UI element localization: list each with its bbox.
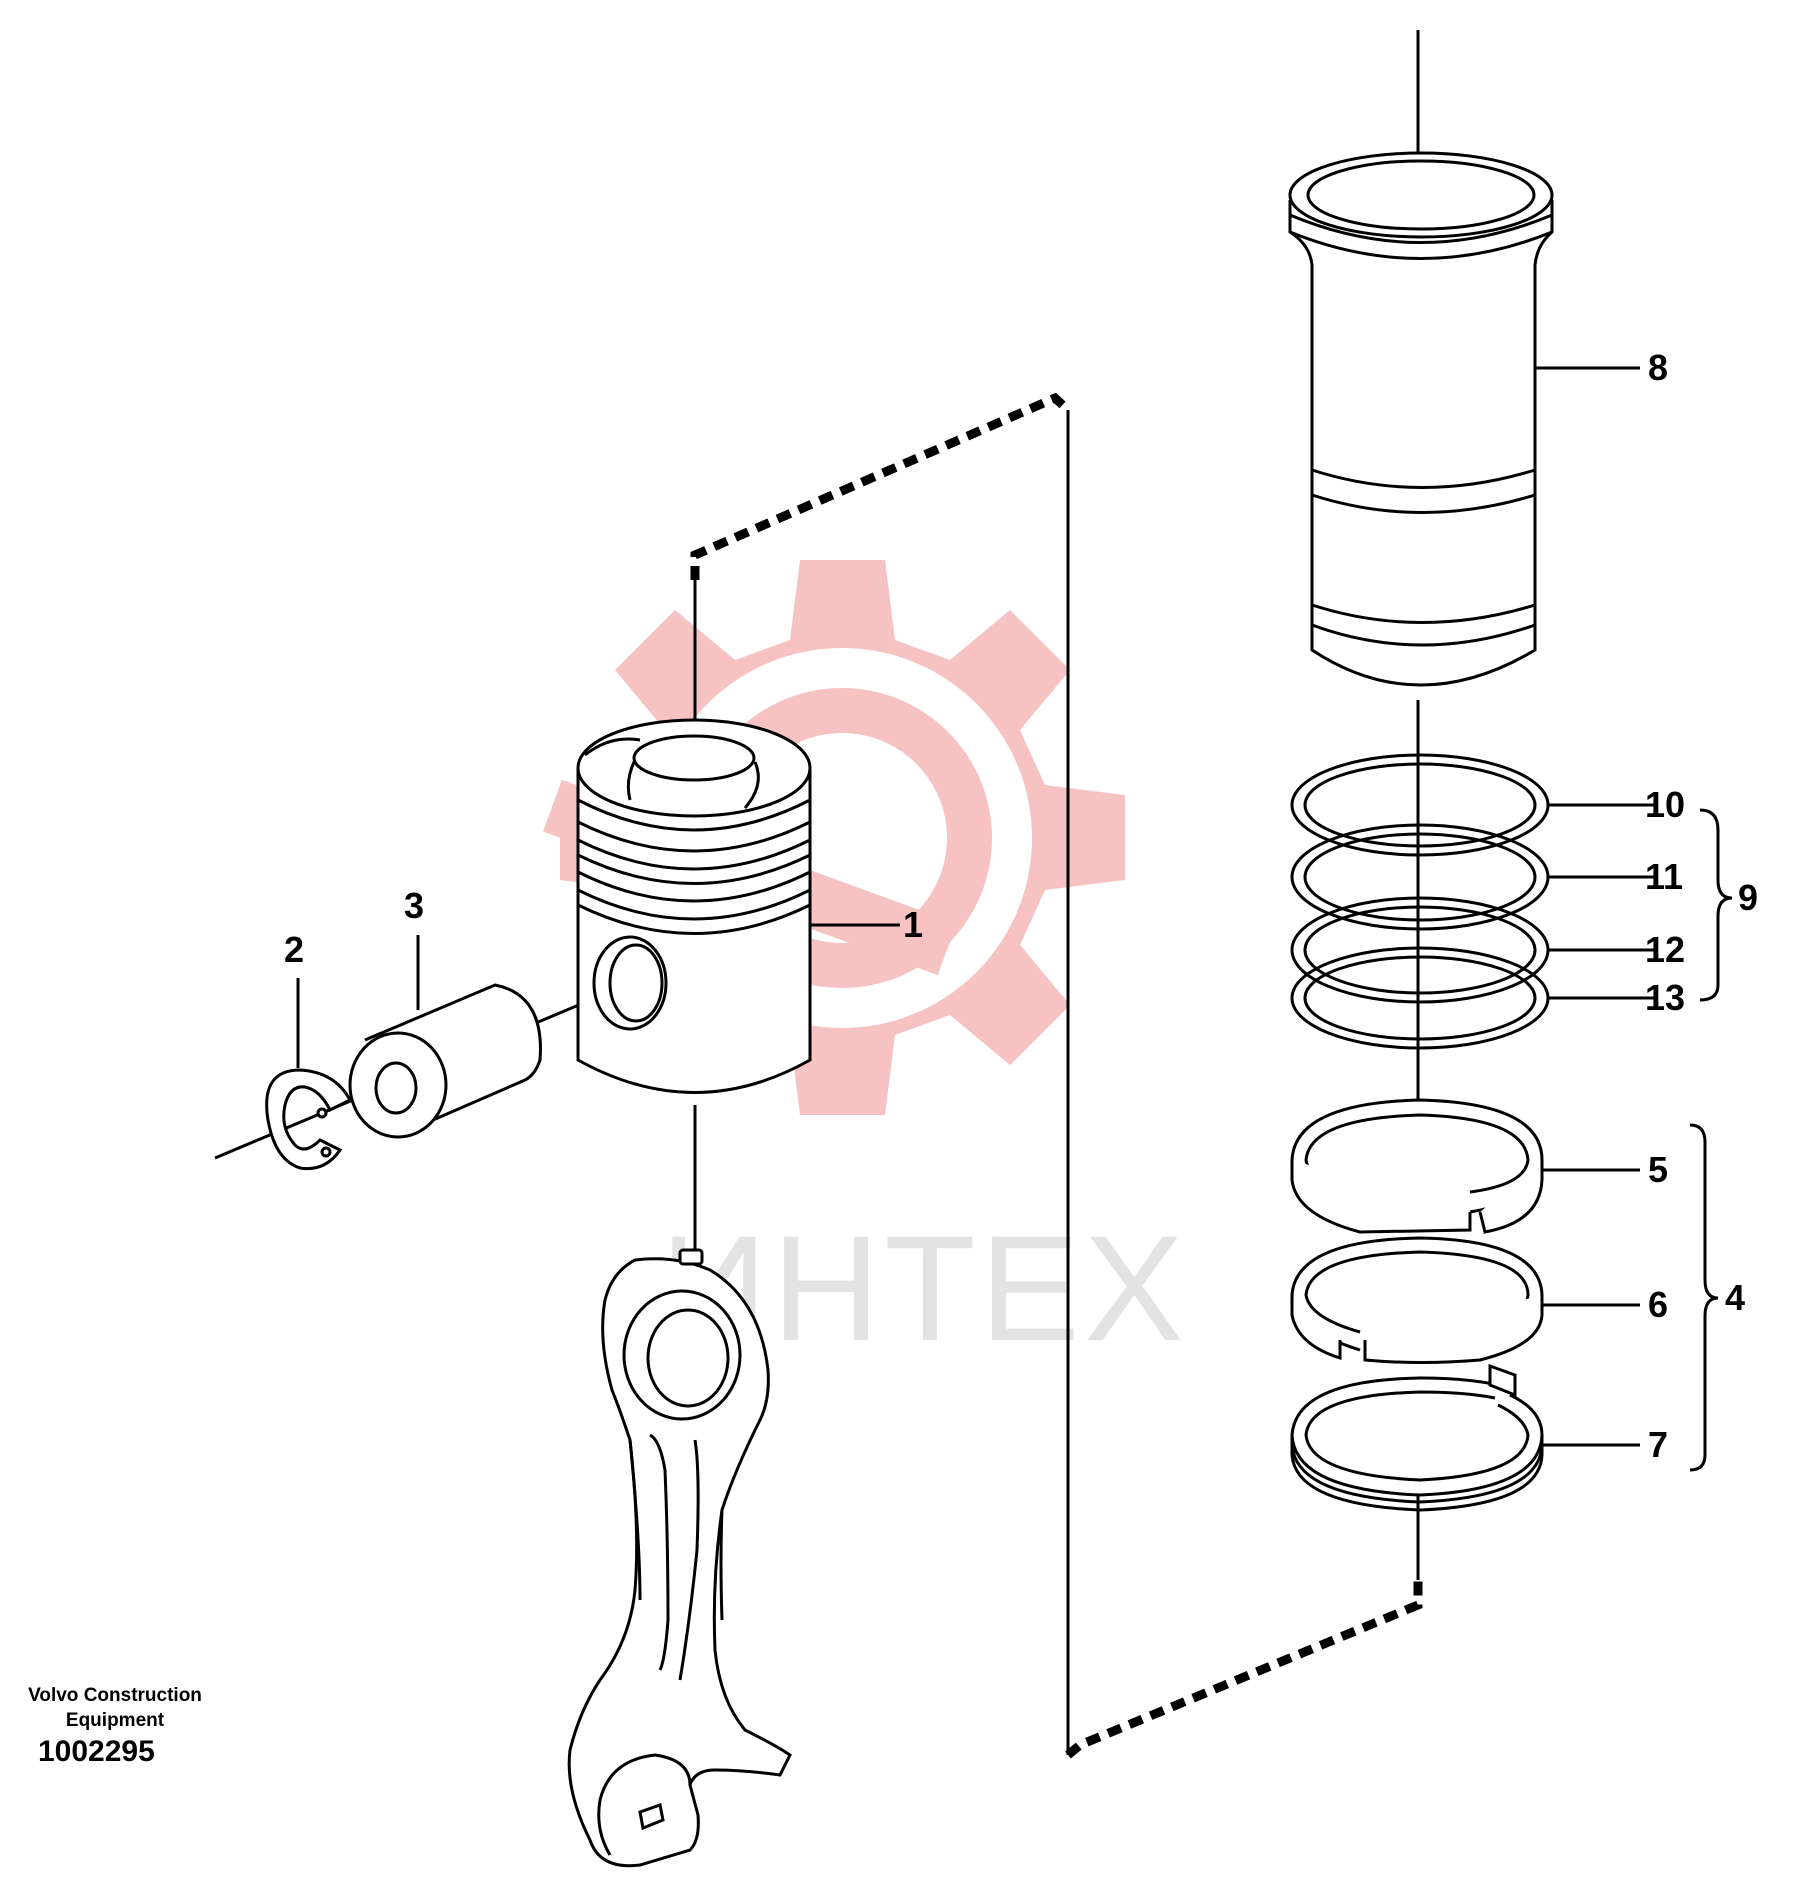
brand-line-2: Equipment	[65, 1710, 165, 1731]
connecting-rod	[567, 1248, 792, 1868]
bracket-group-9	[1699, 808, 1733, 1002]
bracket-group-4	[1689, 1123, 1719, 1472]
callout-6: 6	[1648, 1284, 1668, 1325]
assembly-dashed-frame	[690, 392, 1423, 1759]
callout-11: 11	[1645, 856, 1683, 897]
piston-pin	[348, 983, 542, 1139]
callout-5: 5	[1648, 1149, 1668, 1190]
drawing-number: 1002295	[38, 1735, 155, 1768]
piston-rings	[1290, 1098, 1544, 1512]
callout-10: 10	[1645, 784, 1685, 825]
callout-8: 8	[1648, 347, 1668, 388]
callout-3: 3	[404, 885, 424, 926]
piston	[576, 718, 812, 1094]
callout-7: 7	[1648, 1424, 1668, 1465]
brand-line-1: Volvo Construction	[28, 1685, 202, 1706]
callout-12: 12	[1645, 929, 1685, 970]
callout-2: 2	[284, 929, 304, 970]
circlip	[265, 1068, 353, 1171]
callout-9: 9	[1738, 877, 1758, 918]
callout-4: 4	[1725, 1277, 1745, 1318]
callout-1: 1	[903, 904, 923, 945]
brand-label: Volvo Construction Equipment	[10, 1683, 220, 1733]
cylinder-liner	[1288, 151, 1554, 687]
sealing-rings	[1290, 753, 1550, 1050]
callout-13: 13	[1645, 977, 1685, 1018]
